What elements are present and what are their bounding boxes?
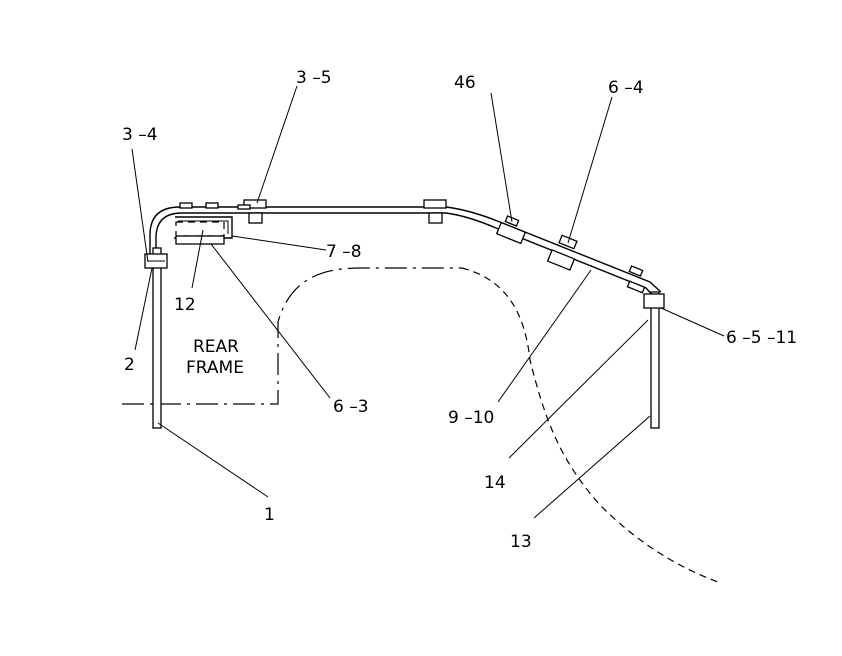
- mounting-bracket: [174, 216, 233, 239]
- bolt-head: [237, 204, 251, 210]
- bolt-nut: [248, 212, 263, 224]
- leader-3-5: [256, 85, 298, 204]
- lower-bracket-block: [175, 235, 225, 245]
- fender-plate-inner: [155, 212, 656, 299]
- label-12: 12: [174, 295, 196, 315]
- leader-9-10: [497, 269, 592, 403]
- label-9-10: 9 –10: [448, 408, 494, 428]
- bolt-head: [205, 202, 219, 209]
- label-frame: FRAME: [186, 358, 244, 378]
- callout-labels: 3 –5 46 6 –4 3 –4 7 –8 12 2 REAR FRAME 6…: [122, 68, 797, 552]
- label-3-5: 3 –5: [296, 68, 332, 88]
- leader-12: [191, 229, 204, 289]
- label-13: 13: [510, 532, 532, 552]
- label-14: 14: [484, 473, 506, 493]
- leader-14: [508, 319, 649, 459]
- leader-7-8: [231, 235, 327, 251]
- leader-13: [533, 415, 651, 519]
- leader-6-3: [210, 243, 331, 399]
- clamp-plate: [495, 221, 527, 245]
- leader-3-4: [131, 148, 149, 263]
- leader-46: [490, 92, 513, 223]
- label-46: 46: [454, 73, 476, 93]
- label-1: 1: [264, 505, 275, 525]
- leader-6-5-11: [660, 307, 725, 337]
- left-support-bracket: [152, 247, 162, 429]
- bolt-head: [628, 265, 644, 277]
- bolt-head: [243, 199, 267, 209]
- bolt-group: [179, 199, 646, 294]
- leader-2: [134, 267, 153, 351]
- right-support-bracket: [650, 291, 660, 429]
- label-2: 2: [124, 355, 135, 375]
- bolt-nut: [428, 212, 443, 224]
- clamp-plate: [546, 249, 576, 271]
- wheel-arc-hidden-line: [461, 267, 719, 583]
- right-bolt-clamp: [643, 293, 665, 309]
- mounting-bracket-inner: [178, 220, 229, 234]
- bolt-head: [179, 202, 193, 209]
- leader-6-4: [567, 96, 613, 244]
- leader-1: [157, 422, 269, 498]
- label-7-8: 7 –8: [326, 242, 362, 262]
- label-6-3: 6 –3: [333, 397, 369, 417]
- label-6-4: 6 –4: [608, 78, 644, 98]
- bolt-head: [423, 199, 447, 209]
- bolt-nut: [626, 280, 646, 294]
- label-6-5-11: 6 –5 –11: [726, 328, 797, 348]
- label-rear: REAR: [193, 337, 239, 357]
- label-3-4: 3 –4: [122, 125, 158, 145]
- hidden-plate: [175, 221, 225, 237]
- rear-frame-outline: [122, 267, 462, 405]
- leader-lines: [131, 85, 725, 519]
